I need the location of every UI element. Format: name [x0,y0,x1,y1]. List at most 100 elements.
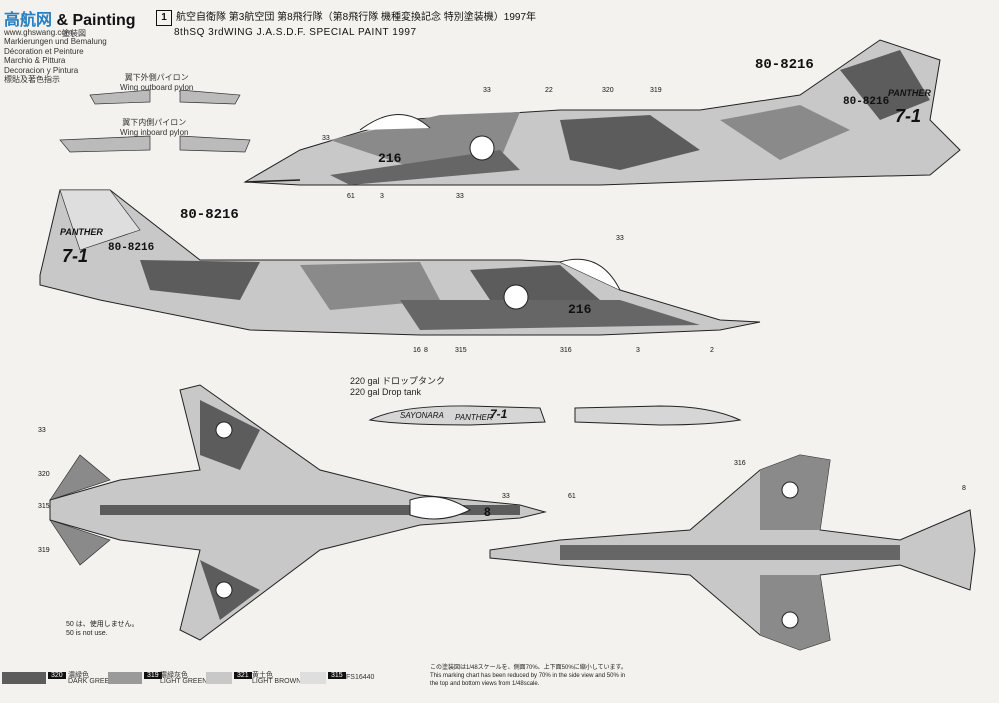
scale-note: この塗装図は1/48スケールを、側面70%、上下面50%に縮小しています。 Th… [430,664,627,688]
color-en-321: LIGHT BROWN [252,678,302,685]
svg-text:33: 33 [322,135,330,142]
camo-bottom-b [760,575,830,650]
color-legend: 320 濃緑色 DARK GREEN 319 濃緑灰色 LIGHT GREEN … [0,668,420,698]
logo-text: 高航网 [4,12,53,29]
tail-text-side1: PANTHER [888,88,931,98]
language-list: Markierungen und Bemalung Décoration et … [4,37,107,85]
drop-tank-label: 220 gal ドロップタンク 220 gal Drop tank [350,376,445,398]
header-line1: 航空自衛隊 第3航空団 第8飛行隊（第8飛行隊 機種変換記念 特別塗装機）199… [176,12,537,23]
svg-text:16: 16 [413,347,421,354]
number-side1: 216 [378,151,402,166]
inboard-pylon-right [179,135,251,153]
swatch-fs16440 [300,672,326,684]
color-code-315: 315 [328,672,346,679]
hinomaru-top-right [215,581,233,599]
camo-side1-c [720,105,850,160]
drop-tanks [368,405,742,426]
outboard-pylon-en: Wing outboard pylon [120,83,194,92]
drop-tank-text1: SAYONARA [400,411,444,420]
lang-de: Markierungen und Bemalung [4,37,107,46]
svg-text:22: 22 [545,87,553,94]
svg-text:319: 319 [38,547,50,554]
color-code-321: 321 [234,672,252,679]
site-url: www.ghswang.com [4,28,73,37]
header-line2: 8thSQ 3rdWING J.A.S.D.F. SPECIAL PAINT 1… [174,27,417,38]
hinomaru-bottom-right [781,611,799,629]
bottom-view [489,454,976,651]
drop-tank-left [368,405,546,426]
color-en-319: LIGHT GREEN [160,678,208,685]
svg-text:8: 8 [424,347,428,354]
inboard-pylon-label: 翼下内側パイロン Wing inboard pylon [120,117,188,137]
sub-title: 塗装図 [62,29,86,38]
color-jp-321: 黄土色 [252,672,273,679]
svg-text:33: 33 [456,193,464,200]
svg-text:61: 61 [568,493,576,500]
svg-text:3: 3 [636,347,640,354]
swatch-dark-green [2,672,46,684]
stabilizer-top-right [49,519,111,566]
color-code-319: 319 [144,672,162,679]
top-view [49,384,547,641]
camo-side2-a [140,260,260,300]
drop-tank-code: 7-1 [490,407,508,421]
side-view-right [39,189,761,336]
intake-side2 [400,300,700,330]
hinomaru-side1 [469,135,495,161]
swatch-light-green [108,672,142,684]
svg-text:315: 315 [455,347,467,354]
side-view-left [243,39,961,186]
unused-note-jp: 50 は、使用しません。 [66,621,139,628]
svg-text:320: 320 [602,87,614,94]
hinomaru-bottom-left [781,481,799,499]
inboard-pylon-en: Wing inboard pylon [120,128,189,137]
svg-text:33: 33 [38,427,46,434]
drop-tank-text2: PANTHER [455,413,493,422]
color-jp-319: 濃緑灰色 [160,672,188,679]
unused-note: 50 は、使用しません。 50 is not use. [66,620,139,638]
pylon-drawings [59,89,251,153]
color-jp-320: 濃緑色 [68,672,89,679]
lang-it: Marchio & Pittura [4,56,66,65]
logo-title: & Painting [56,12,136,29]
serial-tail-side2: 80-8216 [108,242,154,254]
stabilizer-top-left [49,454,111,501]
serial-side1: 80-8216 [755,57,814,73]
camo-side2-b [300,262,440,310]
hinomaru-top-left [215,421,233,439]
tail-fin-side2 [59,189,141,251]
canopy-side2 [559,258,621,291]
swatch-light-brown [206,672,232,684]
outboard-pylon-label: 翼下外側パイロン Wing outboard pylon [120,72,193,92]
svg-text:316: 316 [560,347,572,354]
lang-cn: 標貼及著色指示 [4,75,60,84]
svg-text:8: 8 [962,485,966,492]
serial-tail-side1: 80-8216 [843,96,889,108]
hinomaru-side2 [503,284,529,310]
tail-code-side1: 7-1 [895,106,921,126]
scale-note-en2: the top and bottom views from 1/48scale. [430,681,540,687]
inboard-pylon-jp: 翼下内側パイロン [122,118,187,127]
nose-probe-side1 [244,179,301,183]
svg-text:33: 33 [483,87,491,94]
fuselage-belly [560,545,900,560]
svg-text:315: 315 [38,503,50,510]
lang-fr: Décoration et Peinture [4,46,84,56]
drop-tank-en: 220 gal Drop tank [350,387,422,397]
outboard-pylon-right [179,89,241,105]
svg-text:316: 316 [734,460,746,467]
scale-note-jp: この塗装図は1/48スケールを、側面70%、上下面50%に縮小しています。 [430,665,627,671]
camo-side1-d [840,50,930,120]
outboard-pylon-jp: 翼下外側パイロン [124,73,189,82]
tail-text-side2: PANTHER [60,227,103,237]
tail-code-side2: 7-1 [62,246,88,266]
color-code-320: 320 [48,672,66,679]
brand-logo: 高航网 & Painting [4,6,136,30]
scale-note-en1: This marking chart has been reduced by 7… [430,673,626,679]
svg-text:3: 3 [380,193,384,200]
drop-tank-jp: 220 gal ドロップタンク [350,376,446,386]
svg-text:33: 33 [616,235,624,242]
intake-side1 [330,150,520,185]
